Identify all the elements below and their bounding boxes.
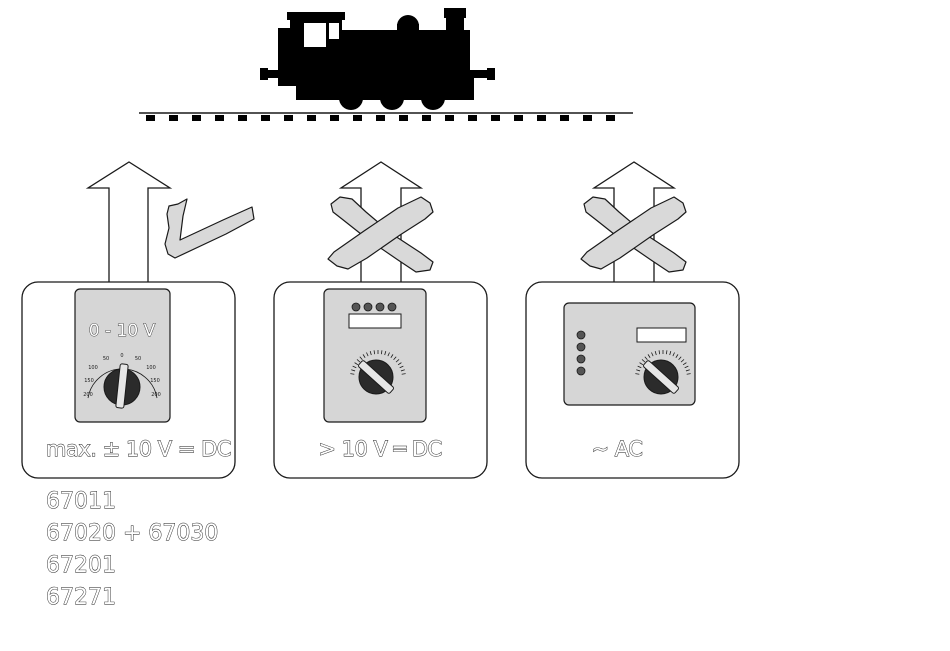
track-sleeper bbox=[445, 115, 454, 121]
track-sleeper bbox=[169, 115, 178, 121]
voltage-range-display: 0 - 10 V bbox=[89, 321, 156, 341]
dial-tick bbox=[381, 350, 382, 354]
dial-tick-label: 0 bbox=[120, 353, 123, 359]
track-sleeper bbox=[307, 115, 316, 121]
article-number: 67271 bbox=[46, 585, 116, 610]
controller-label: max. ± 10 V = DC bbox=[46, 437, 231, 461]
controller-panel bbox=[324, 289, 426, 422]
track-sleeper bbox=[468, 115, 477, 121]
dial-tick bbox=[659, 350, 660, 354]
locomotive-icon bbox=[260, 8, 495, 110]
cab-window-icon bbox=[304, 23, 326, 47]
track-sleeper bbox=[514, 115, 523, 121]
control-knob[interactable] bbox=[643, 360, 680, 394]
track-sleeper bbox=[583, 115, 592, 121]
dial-tick-label: 200 bbox=[151, 392, 161, 398]
track-sleeper bbox=[146, 115, 155, 121]
article-number: 67020 + 67030 bbox=[46, 521, 218, 546]
dial-tick-label: 150 bbox=[84, 378, 94, 384]
track-sleeper bbox=[537, 115, 546, 121]
control-knob[interactable] bbox=[358, 360, 395, 394]
article-number-list: 67011 67020 + 67030 67201 67271 bbox=[46, 489, 218, 610]
track-sleeper bbox=[560, 115, 569, 121]
dial-tick-label: 100 bbox=[146, 365, 156, 371]
article-number: 67201 bbox=[46, 553, 116, 578]
track-sleeper bbox=[376, 115, 385, 121]
track-sleeper bbox=[284, 115, 293, 121]
controller-label: ~ AC bbox=[592, 437, 643, 461]
dial-tick-label: 200 bbox=[83, 392, 93, 398]
track-sleeper bbox=[238, 115, 247, 121]
track-sleeper bbox=[491, 115, 500, 121]
dial-tick-label: 150 bbox=[150, 378, 160, 384]
arrow-up-icon bbox=[88, 162, 170, 282]
controller-label: > 10 V ═ DC bbox=[318, 437, 441, 461]
track-sleeper bbox=[192, 115, 201, 121]
track-sleeper bbox=[353, 115, 362, 121]
track-sleeper bbox=[330, 115, 339, 121]
track-icon bbox=[139, 113, 633, 121]
track-sleeper bbox=[215, 115, 224, 121]
track-sleeper bbox=[399, 115, 408, 121]
dial-tick-label: 50 bbox=[135, 356, 141, 362]
track-sleeper bbox=[422, 115, 431, 121]
check-mark-icon bbox=[165, 199, 254, 258]
cab-window-icon bbox=[329, 23, 339, 39]
display-window bbox=[637, 328, 686, 342]
display-window bbox=[349, 314, 401, 328]
dial-tick-label: 50 bbox=[103, 356, 109, 362]
dial-tick-label: 100 bbox=[88, 365, 98, 371]
dial-tick bbox=[666, 350, 667, 354]
track-sleeper bbox=[261, 115, 270, 121]
track-sleeper bbox=[606, 115, 615, 121]
dial-tick bbox=[374, 350, 375, 354]
article-number: 67011 bbox=[46, 489, 116, 514]
